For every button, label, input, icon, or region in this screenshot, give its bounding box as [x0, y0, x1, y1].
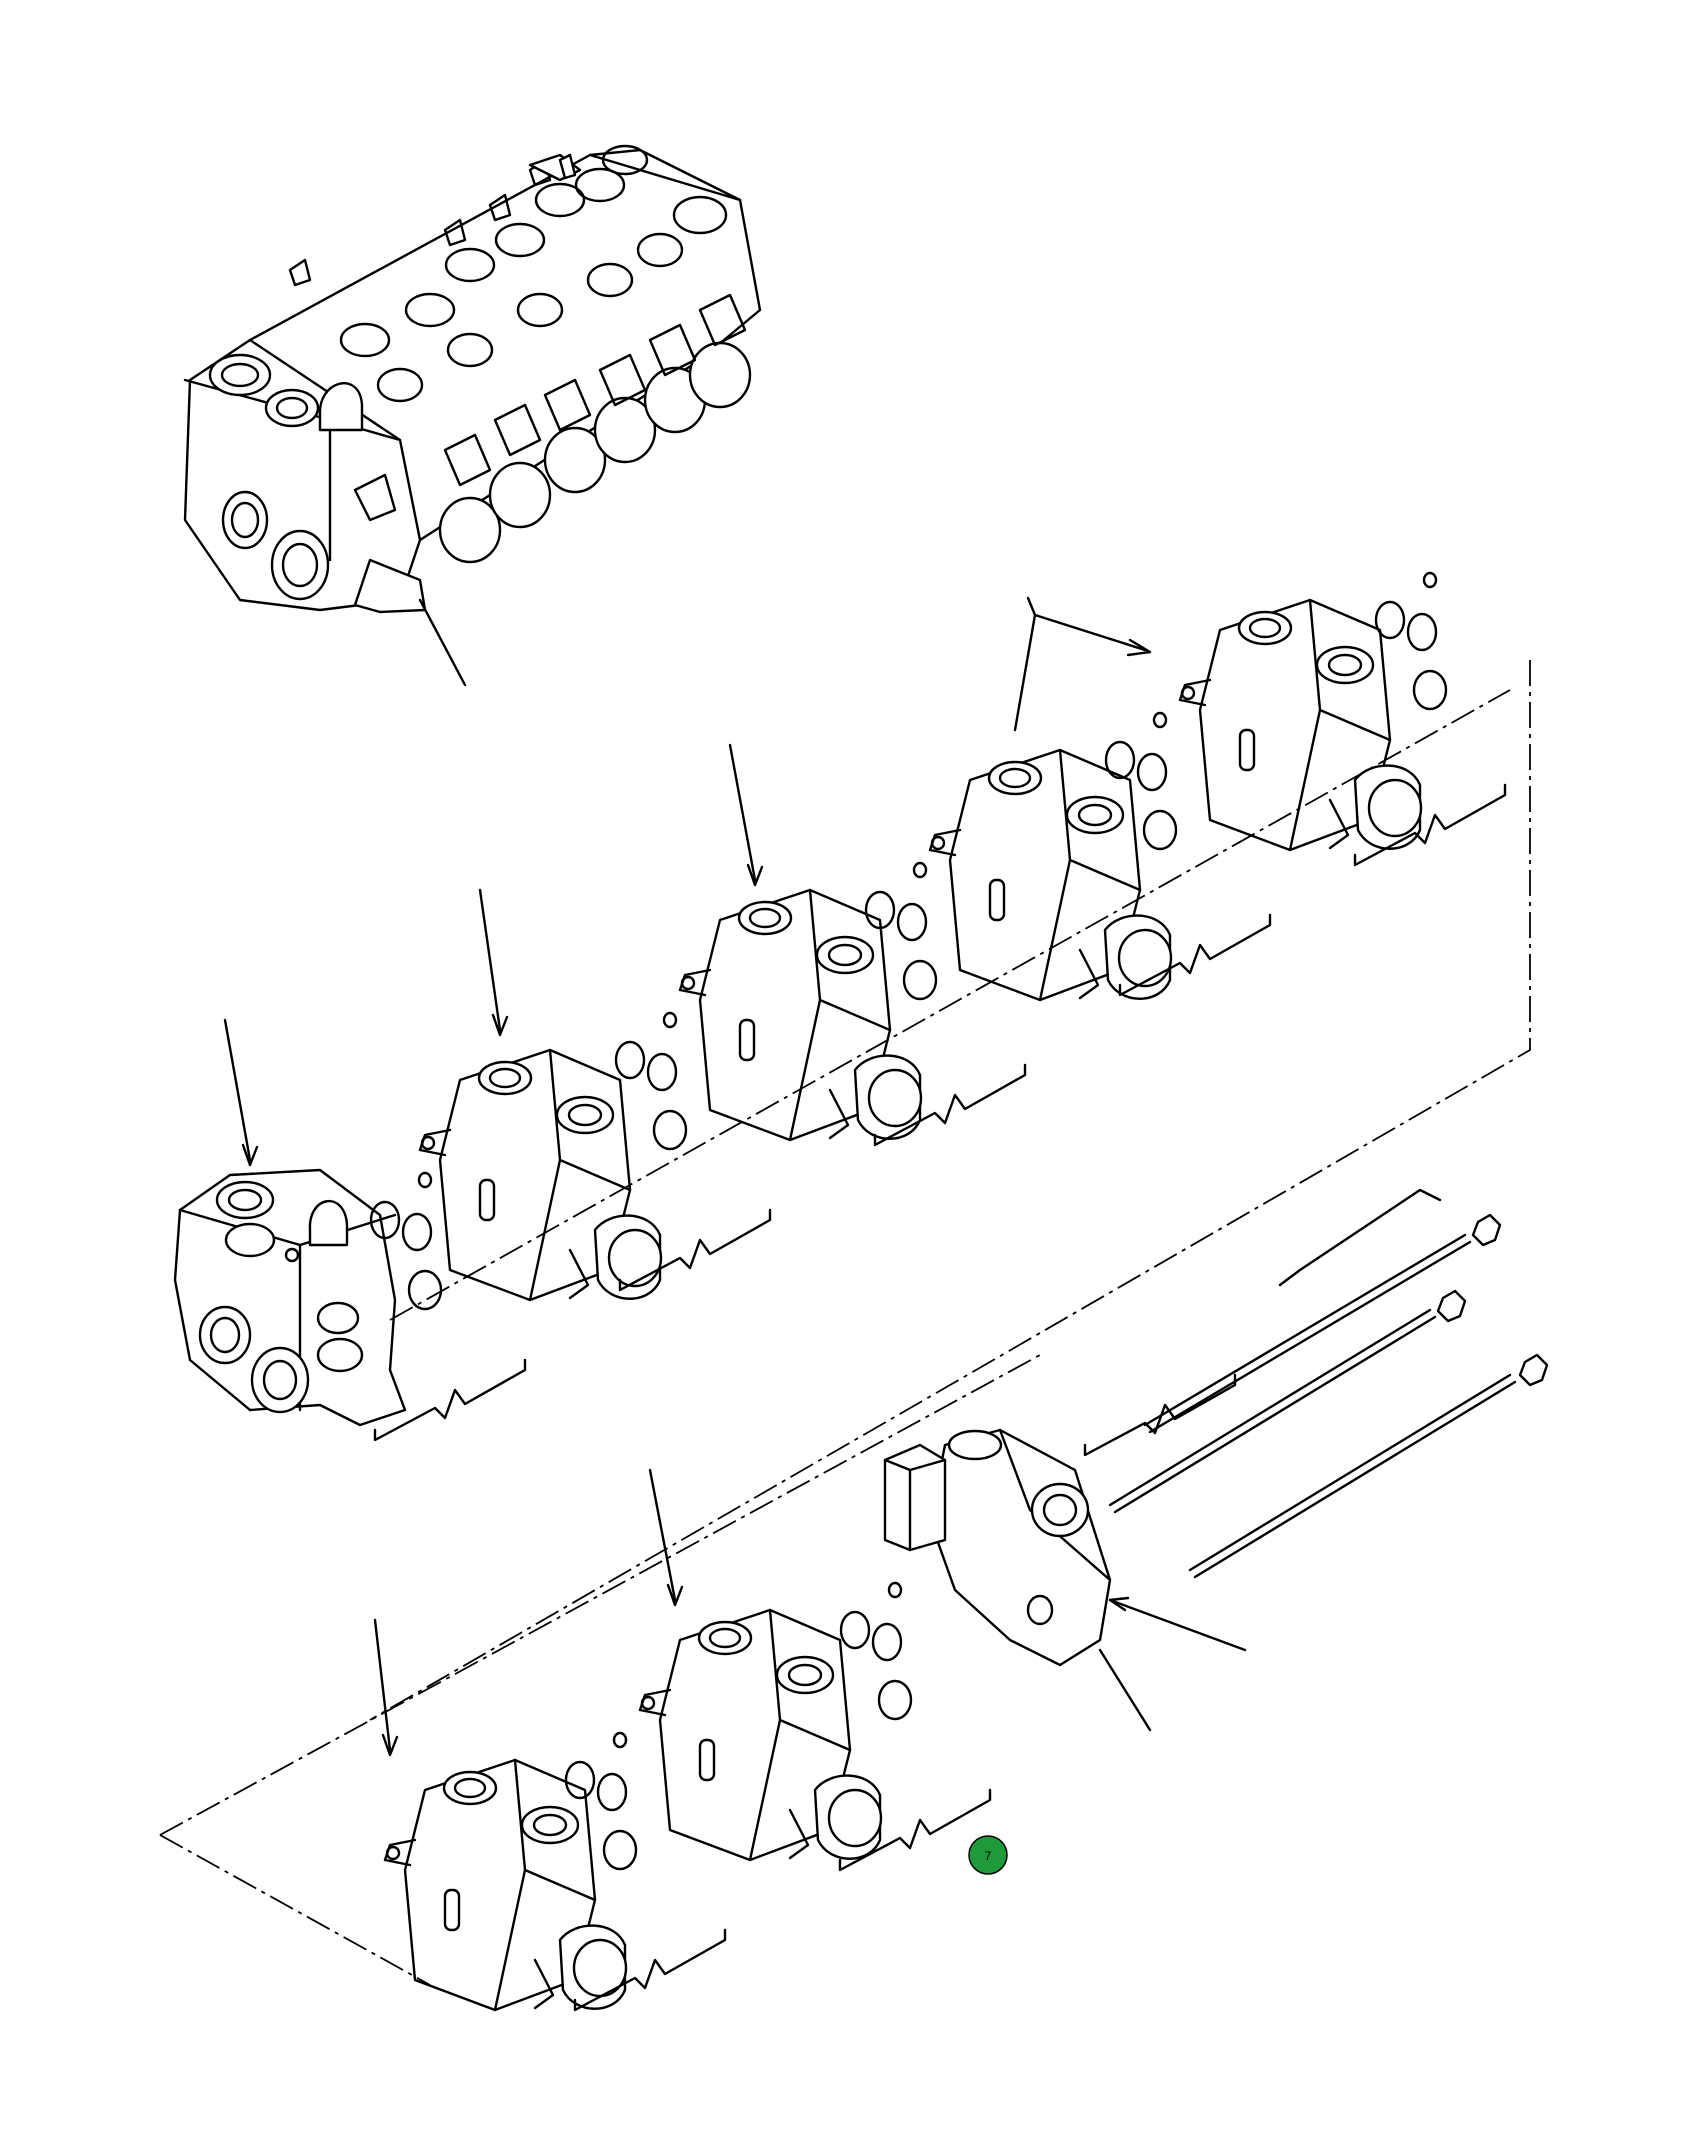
valve-section-5 — [638, 1608, 883, 1862]
valve-section-3 — [928, 748, 1173, 1002]
inlet-section — [173, 1168, 407, 1427]
valve-section-1 — [418, 1048, 663, 1302]
valve-section-6 — [383, 1758, 628, 2012]
outlet-section — [883, 1428, 1247, 1732]
tie-rods — [1083, 1188, 1549, 1579]
callout-label: 7 — [985, 1849, 992, 1863]
part-number-callout[interactable]: 7 — [968, 1835, 1008, 1875]
assembled-valve-block — [183, 144, 762, 687]
